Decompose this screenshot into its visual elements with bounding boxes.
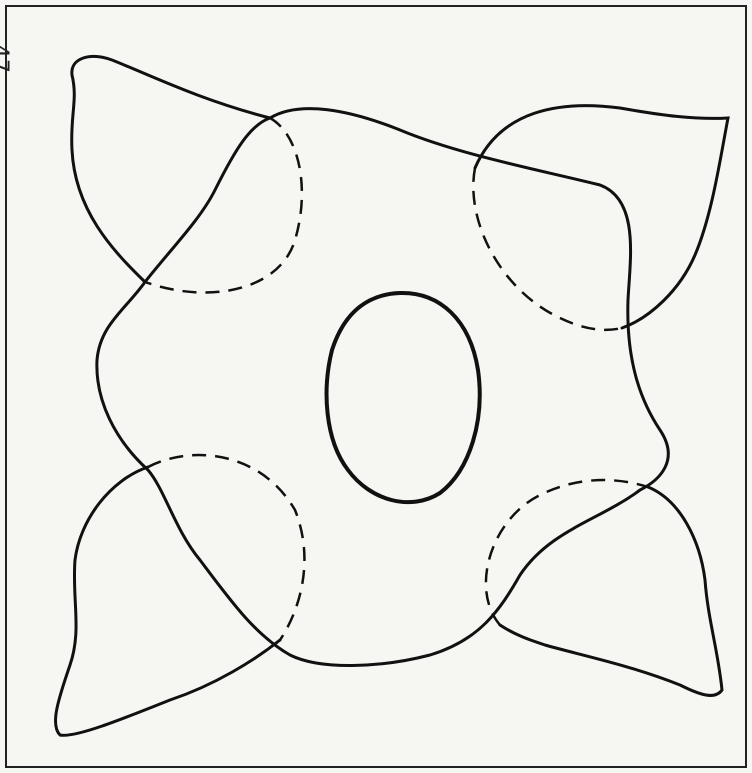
central-body [97,109,668,666]
petal-top-left [72,56,270,282]
page-mark: 47 [0,44,12,74]
central-hole [327,293,480,502]
petal-top-right-hidden [473,168,622,330]
petal-top-right [475,106,728,328]
petal-bottom-right [500,487,722,695]
petal-bottom-left-hidden [148,455,304,640]
petal-top-left-hidden [145,118,302,293]
